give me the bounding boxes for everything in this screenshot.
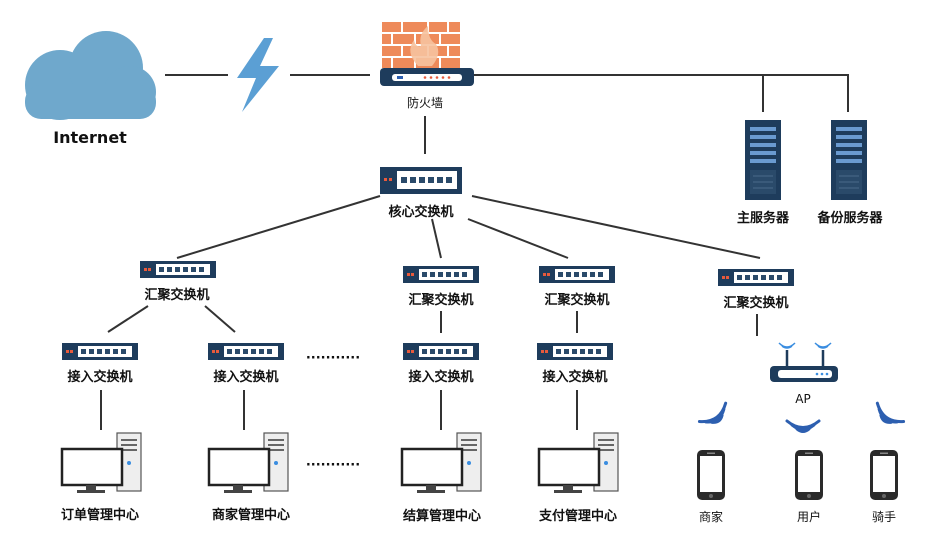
settlement-center-pc-icon	[400, 431, 483, 495]
connection-lines	[100, 74, 849, 430]
access-switch-2-label: 接入交换机	[213, 369, 278, 385]
payment-center-label: 支付管理中心	[538, 508, 617, 524]
access-switch-4-label: 接入交换机	[542, 369, 607, 385]
ellipsis-top: ···········	[306, 351, 360, 366]
backup-server-label: 备份服务器	[816, 210, 883, 226]
core-agg1-link	[176, 195, 381, 259]
order-center-label: 订单管理中心	[61, 507, 139, 523]
user-phone-icon	[795, 450, 823, 500]
merchant-phone-label: 商家	[699, 509, 723, 524]
merchant-phone-icon	[697, 450, 725, 500]
merchant-center-pc-icon	[207, 431, 290, 495]
firewall-icon	[380, 22, 474, 86]
main-server-label: 主服务器	[737, 210, 790, 226]
agg-switch-1-label: 汇聚交换机	[144, 287, 209, 303]
wireless-ap-icon	[770, 342, 838, 382]
agg-switch-4-label: 汇聚交换机	[723, 295, 788, 311]
access-switch-3-label: 接入交换机	[408, 369, 473, 385]
merchant-center-label: 商家管理中心	[212, 507, 290, 523]
user-phone-label: 用户	[797, 509, 821, 524]
core-agg2-link	[431, 218, 442, 259]
agg-switch-2-label: 汇聚交换机	[408, 292, 473, 308]
payment-center-pc-icon	[537, 431, 620, 495]
access-switch-1-icon	[62, 343, 138, 360]
ellipsis-bottom: ···········	[306, 458, 360, 473]
agg1-access1-link	[107, 305, 149, 333]
order-center-pc-icon	[60, 431, 143, 495]
core-agg4-link	[471, 195, 761, 259]
agg-switch-4-icon	[718, 269, 794, 286]
rider-phone-label: 骑手	[872, 510, 896, 524]
agg-switch-3-label: 汇聚交换机	[544, 292, 609, 308]
main-server-icon	[744, 119, 782, 201]
backup-server-icon	[830, 119, 868, 201]
firewall-backup-link	[474, 74, 849, 112]
access-switch-3-icon	[403, 343, 479, 360]
rider-phone-icon	[870, 450, 898, 500]
access-switch-1-label: 接入交换机	[67, 369, 132, 385]
agg-switch-1-icon	[140, 261, 216, 278]
agg-switch-3-icon	[539, 266, 615, 283]
internet-cloud-icon	[25, 31, 156, 120]
core-switch-label: 核心交换机	[388, 204, 453, 220]
settlement-center-label: 结算管理中心	[403, 508, 481, 524]
agg-switch-2-icon	[403, 266, 479, 283]
ap-label: AP	[795, 392, 810, 406]
agg1-access2-link	[204, 305, 236, 333]
core-switch-icon	[380, 167, 462, 194]
core-agg3-link	[467, 218, 569, 259]
wifi-signal-icon	[869, 401, 906, 432]
access-switch-2-icon	[208, 343, 284, 360]
wifi-signal-icon	[697, 401, 734, 432]
firewall-label: 防火墙	[407, 95, 443, 110]
internet-label: Internet	[53, 128, 127, 147]
wifi-signal-icon	[785, 419, 821, 433]
access-switch-4-icon	[537, 343, 613, 360]
lightning-icon	[237, 38, 279, 112]
